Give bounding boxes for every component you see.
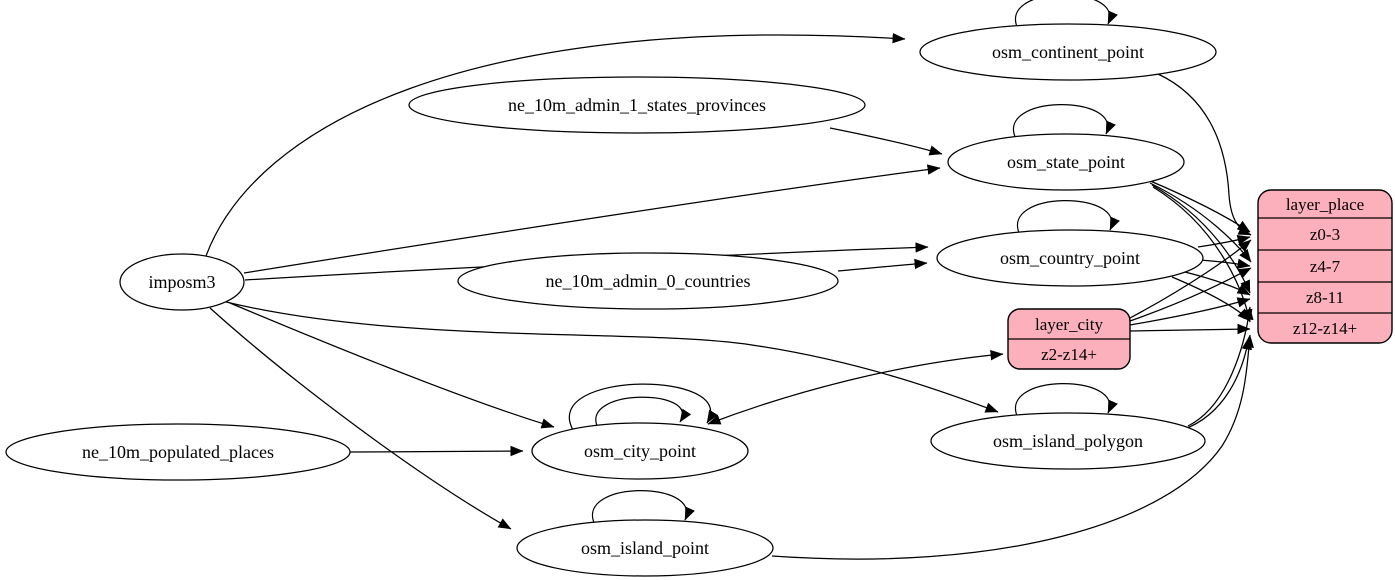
node-imposm3-label: imposm3 bbox=[148, 272, 215, 292]
edge-imposm3-to-osm_island_point bbox=[209, 307, 512, 530]
edge-layer_city-to-layer_place-z8-11 bbox=[1129, 297, 1251, 326]
edge-osm_country_point-to-layer_place-z4-7 bbox=[1199, 258, 1251, 269]
node-osm_continent_point: osm_continent_point bbox=[919, 23, 1217, 81]
node-osm_city_point-shape bbox=[531, 422, 749, 480]
node-ne_10m_admin_1_states_provinces-shape bbox=[408, 76, 866, 134]
layer_place-row-z0-3: z0-3 bbox=[1310, 225, 1340, 244]
node-osm_country_point-shape bbox=[936, 229, 1204, 287]
node-osm_city_point: osm_city_point bbox=[531, 422, 749, 480]
layer_city-row-z2-z14: z2-z14+ bbox=[1041, 345, 1097, 364]
edge-imposm3-to-osm_state_point bbox=[243, 164, 941, 274]
edge-osm_island_polygon-to-layer_place-z8-11 bbox=[1187, 306, 1254, 427]
node-osm_continent_point-label: osm_continent_point bbox=[992, 42, 1144, 62]
edge-ne_10m_admin_0_countries-to-osm_country_point bbox=[837, 258, 928, 272]
node-imposm3-shape bbox=[119, 253, 245, 311]
node-ne_10m_populated_places-shape bbox=[5, 423, 351, 481]
node-layer_city: layer_city z2-z14+ bbox=[1007, 308, 1131, 370]
edge-osm_state_point-to-layer_place-z4-7 bbox=[1149, 182, 1252, 263]
node-ne_10m_admin_0_countries: ne_10m_admin_0_countries bbox=[457, 252, 839, 310]
node-ne_10m_admin_1_states_provinces-label: ne_10m_admin_1_states_provinces bbox=[508, 95, 766, 115]
edge-layer_city-to-layer_place-z12-z14 bbox=[1129, 323, 1251, 335]
edge-osm_state_point-to-layer_place-z8-11 bbox=[1151, 184, 1251, 294]
node-osm_island_point-shape bbox=[516, 519, 774, 577]
node-osm_country_point: osm_country_point bbox=[936, 229, 1204, 287]
node-osm_country_point-label: osm_country_point bbox=[1000, 248, 1140, 268]
node-layer_place-shape bbox=[1257, 189, 1393, 344]
edge-layer_city-to-layer_place-z4-7 bbox=[1129, 267, 1252, 322]
node-ne_10m_populated_places: ne_10m_populated_places bbox=[5, 423, 351, 481]
node-osm_state_point-shape bbox=[947, 133, 1185, 191]
node-osm_continent_point-shape bbox=[919, 23, 1217, 81]
selfloop-osm_continent_point bbox=[1014, 0, 1118, 30]
edge-osm_country_point-to-layer_place-z0-3 bbox=[1197, 234, 1251, 248]
layer_place-row-z12-z14: z12-z14+ bbox=[1293, 319, 1357, 338]
edge-imposm3-to-osm_continent_point bbox=[205, 33, 906, 257]
edge-layer_city-to-layer_place-z0-3 bbox=[1129, 239, 1252, 319]
edge-osm_island_point-to-layer_place-z12-z14 bbox=[771, 334, 1254, 560]
edge-osm_state_point-to-layer_place-z0-3 bbox=[1147, 179, 1251, 233]
edge-ne_10m_admin_1_states_provinces-to-osm_state_point bbox=[829, 127, 943, 156]
node-ne_10m_admin_0_countries-shape bbox=[457, 252, 839, 310]
node-ne_10m_admin_0_countries-label: ne_10m_admin_0_countries bbox=[546, 271, 751, 291]
layer_place-row-z8-11: z8-11 bbox=[1306, 288, 1344, 307]
edge-layer bbox=[205, 0, 1254, 560]
node-ne_10m_admin_1_states_provinces: ne_10m_admin_1_states_provinces bbox=[408, 76, 866, 134]
layer_place-title: layer_place bbox=[1286, 195, 1364, 214]
node-imposm3: imposm3 bbox=[119, 253, 245, 311]
edge-osm_city_point-layer_city-bidirectional bbox=[707, 349, 1004, 425]
node-osm_state_point: osm_state_point bbox=[947, 133, 1185, 191]
node-osm_island_point-label: osm_island_point bbox=[581, 538, 709, 558]
edge-imposm3-to-osm_island_polygon bbox=[221, 300, 999, 413]
node-osm_island_point: osm_island_point bbox=[516, 519, 774, 577]
node-ne_10m_populated_places-label: ne_10m_populated_places bbox=[82, 442, 274, 462]
selfloop-osm_island_point bbox=[591, 490, 695, 526]
selfloop-osm_country_point bbox=[1016, 200, 1120, 236]
edge-osm_country_point-to-layer_place-z8-11 bbox=[1184, 271, 1251, 296]
selfloop-osm_state_point bbox=[1012, 104, 1116, 140]
node-osm_state_point-label: osm_state_point bbox=[1007, 152, 1125, 172]
layer_city-title: layer_city bbox=[1035, 315, 1103, 334]
selfloop-osm_island_polygon bbox=[1014, 383, 1118, 419]
node-osm_island_polygon: osm_island_polygon bbox=[930, 412, 1206, 470]
edge-imposm3-to-osm_city_point bbox=[229, 302, 555, 429]
layer_place-row-z4-7: z4-7 bbox=[1310, 257, 1341, 276]
node-osm_island_polygon-shape bbox=[930, 412, 1206, 470]
edge-osm_island_polygon-to-layer_place-z12-z14 bbox=[1181, 336, 1253, 431]
edge-ne_10m_populated_places-to-osm_city_point bbox=[349, 445, 524, 457]
node-layer_place: layer_place z0-3 z4-7 z8-11 z12-z14+ bbox=[1257, 189, 1393, 344]
node-osm_city_point-label: osm_city_point bbox=[584, 441, 696, 461]
node-osm_island_polygon-label: osm_island_polygon bbox=[993, 431, 1143, 451]
selfloop-osm_city_point-inner bbox=[595, 396, 692, 429]
